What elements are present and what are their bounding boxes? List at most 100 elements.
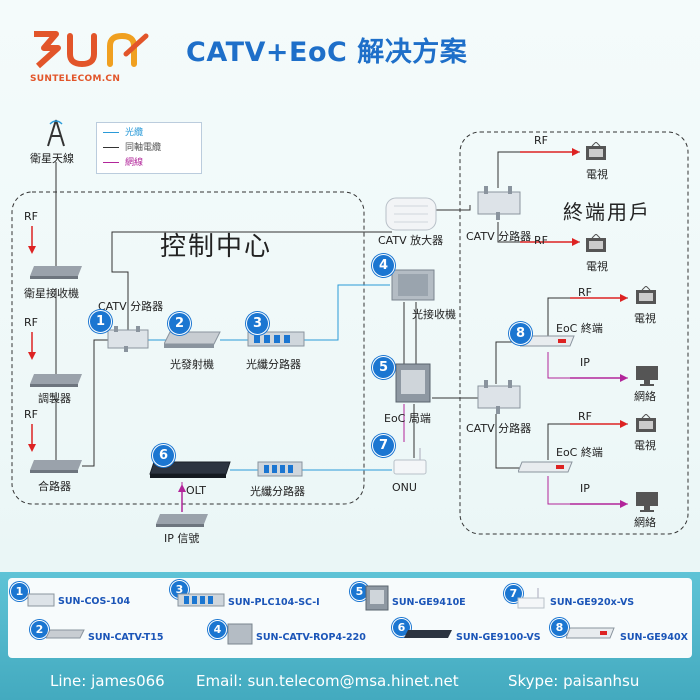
catv-splitter-1-device [107,326,149,352]
badge-2: 2 [168,312,191,335]
product-1-icon [27,593,55,607]
ip-signal-device [156,514,208,527]
product-code-4: SUN-CATV-ROP4-220 [256,632,366,643]
product-2-icon [46,629,85,639]
tv-3-icon [636,286,656,304]
product-code-2: SUN-CATV-T15 [88,632,164,643]
satellite-antenna-icon [47,119,65,147]
net-1-label: 網絡 [634,390,656,403]
catv-splitter-2-label: CATV 分路器 [466,230,532,243]
rf-label-4: RF [534,134,548,147]
ip-signal-label: IP 信號 [164,532,200,545]
product-badge-2: 2 [30,620,49,639]
badge-5: 5 [372,356,395,379]
badge-3: 3 [246,312,269,335]
eoc-head-label: EoC 局端 [384,412,431,425]
monitor-2-icon [636,492,658,512]
product-8-icon [566,627,615,639]
optical-splitter-1-label: 光纖分路器 [246,358,301,371]
product-4-icon [227,623,253,645]
contact-skype: Skype: paisanhsu [508,672,640,690]
optical-splitter-1-device [247,331,305,347]
logo-text: SUNTELECOM.CN [30,74,121,84]
badge-6: 6 [152,444,175,467]
optical-transmitter-label: 光發射機 [170,358,214,371]
optical-splitter-2-device [257,461,303,477]
ip-label-1: IP [580,356,590,369]
contact-email: Email: sun.telecom@msa.hinet.net [196,672,459,690]
product-code-1: SUN-COS-104 [58,596,131,607]
satellite-receiver-device [30,266,82,279]
catv-splitter-1-label: CATV 分路器 [98,300,164,313]
optical-transmitter-device [164,331,221,348]
eoc-terminal-1-label: EoC 終端 [556,322,603,335]
catv-amplifier-device [385,197,437,231]
product-badge-8: 8 [550,618,569,637]
onu-device [393,448,427,475]
tv-2-icon [586,234,606,252]
optical-splitter-2-label: 光纖分路器 [250,485,305,498]
catv-splitter-3-label: CATV 分路器 [466,422,532,435]
receiver-label: 衛星接收機 [24,287,79,300]
tv-4-icon [636,414,656,432]
contact-line: Line: james066 [50,672,165,690]
user-zone-label: 終端用戶 [563,200,651,224]
control-center-zone [11,191,365,505]
catv-amplifier-label: CATV 放大器 [378,234,444,247]
rf-label-3: RF [24,408,38,421]
tv-1-icon [586,142,606,160]
modulator-label: 調製器 [38,392,71,405]
product-code-7: SUN-GE920x-VS [550,597,635,608]
tv-1-label: 電視 [586,168,608,181]
combiner-label: 合路器 [38,480,71,493]
eoc-terminal-2-label: EoC 終端 [556,446,603,459]
suntelecom-logo-icon [34,31,149,69]
product-3-icon [177,593,225,607]
satellite-label: 衛星天線 [30,152,74,165]
net-2-label: 網絡 [634,516,656,529]
control-center-label: 控制中心 [160,232,273,262]
olt-device [149,461,231,478]
onu-label: ONU [392,481,417,494]
product-badge-4: 4 [208,620,227,639]
rf-label-6: RF [578,286,592,299]
combiner-device [30,460,82,473]
product-badge-6: 6 [392,618,411,637]
olt-label: OLT [186,484,206,497]
legend-item-fiber: 光纜 [103,127,143,139]
badge-4: 4 [372,254,395,277]
user-zone [459,131,689,535]
tv-4-label: 電視 [634,439,656,452]
rf-label-7: RF [578,410,592,423]
catv-splitter-3-device [477,380,521,414]
product-6-icon [404,630,452,638]
badge-1: 1 [89,310,112,333]
product-code-8: SUN-GE940X [620,632,688,643]
tv-3-label: 電視 [634,312,656,325]
badge-8: 8 [509,322,532,345]
product-code-5: SUN-GE9410E [392,597,466,608]
ip-label-2: IP [580,482,590,495]
monitor-1-icon [636,366,658,386]
rf-label-5: RF [534,234,548,247]
page-title: CATV+EoC 解决方案 [186,37,468,68]
optical-receiver-device [391,269,435,301]
catv-splitter-2-device [477,186,521,220]
product-code-6: SUN-GE9100-VS [456,632,541,643]
optical-receiver-label: 光接收機 [412,308,456,321]
eoc-terminal-2-device [518,461,573,473]
badge-7: 7 [372,434,395,457]
legend-item-ethernet: 網線 [103,157,143,169]
product-badge-1: 1 [10,582,29,601]
legend: 光纜 同軸電纜 網線 [96,122,202,174]
tv-2-label: 電視 [586,260,608,273]
product-code-3: SUN-PLC104-SC-I [228,597,320,608]
modulator-device [30,374,82,387]
legend-item-coax: 同軸電纜 [103,142,161,154]
rf-label-2: RF [24,316,38,329]
eoc-head-device [395,363,431,403]
product-7-icon [517,588,545,609]
product-5-icon [365,585,389,611]
